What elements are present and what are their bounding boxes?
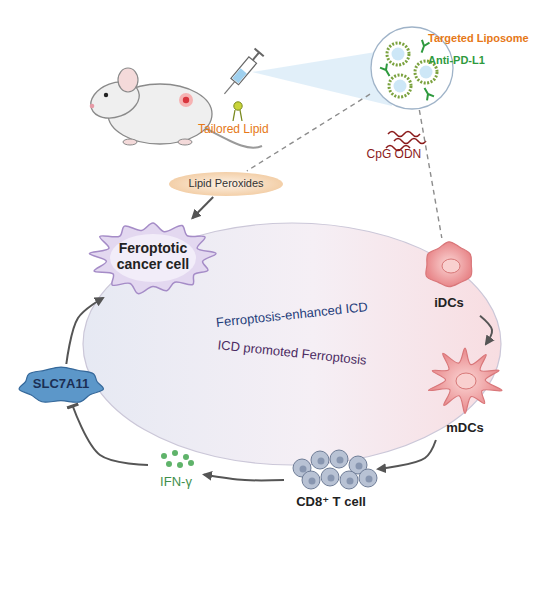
dashed-connector: [419, 110, 441, 238]
node-label: mDCs: [424, 421, 506, 436]
liposome: [389, 75, 411, 97]
nucleus: [356, 463, 363, 470]
lipid-tail: [233, 110, 235, 121]
arrow-connector: [192, 197, 213, 218]
node-label: Anti-PD-L1: [428, 54, 485, 67]
cancer-cell-core: [110, 234, 196, 282]
mouse-eye: [104, 93, 108, 97]
t-cell: [311, 451, 329, 469]
node-label: SLC7A11: [14, 377, 108, 392]
nucleus: [337, 457, 344, 464]
dendritic-cell: [426, 242, 472, 287]
liposome-node: Targeted LiposomeAnti-PD-L1: [370, 26, 454, 110]
nucleus: [442, 259, 460, 273]
t-cell: [359, 469, 377, 487]
cytokine-dot: [166, 461, 172, 467]
injection-beam: [252, 50, 392, 106]
node-label: Feroptotic cancer cell: [110, 240, 196, 272]
liposome-core: [394, 80, 407, 93]
annotation: Tailored Lipid: [198, 123, 269, 137]
cancer-cell-node: Feroptotic cancer cell: [86, 218, 220, 298]
cytokine-dot: [177, 462, 183, 468]
node-graphic: [284, 446, 378, 492]
antibody: [421, 86, 434, 100]
syringe-needle: [224, 82, 234, 94]
syringe-barrel: [231, 57, 257, 85]
peroxide-node: Lipid Peroxides: [168, 171, 284, 197]
node-graphic: [418, 238, 480, 292]
lipid-head: [234, 102, 242, 110]
node-graphic: [148, 448, 204, 472]
mouse-foot: [178, 139, 192, 145]
nucleus: [309, 478, 316, 485]
nucleus: [347, 478, 354, 485]
nucleus: [318, 458, 325, 465]
liposome-core: [420, 66, 433, 79]
syringe-plunger: [255, 49, 264, 57]
node-label: CD8⁺ T cell: [284, 495, 378, 510]
cytokine-dot: [161, 453, 167, 459]
t-cell-node: CD8⁺ T cell: [284, 446, 378, 514]
nucleus: [300, 466, 307, 473]
nucleus: [328, 475, 335, 482]
syringe-fluid: [232, 68, 246, 83]
syringe: [220, 49, 264, 98]
dendritic-cell: [428, 348, 502, 413]
idc-node: iDCs: [418, 238, 480, 320]
arrow-connector: [204, 475, 284, 481]
edge-label: CpG ODN: [367, 148, 422, 162]
mdc-node: mDCs: [424, 344, 506, 440]
t-cell: [302, 471, 320, 489]
node-label: iDCs: [418, 296, 480, 311]
cytokine-node: IFN-γ: [148, 448, 204, 494]
cytokine-dot: [183, 454, 189, 460]
t-cell: [340, 471, 358, 489]
antibody: [418, 40, 430, 54]
lipid-tail: [240, 110, 242, 121]
t-cell: [330, 450, 348, 468]
peroxide-ellipse: [169, 172, 283, 196]
node-graphic: [424, 344, 506, 418]
node-label: IFN-γ: [148, 475, 204, 490]
mouse-nose: [90, 104, 95, 109]
cycle-ellipse: [83, 223, 501, 465]
mouse-foot: [123, 139, 137, 145]
nucleus: [366, 476, 373, 483]
mouse-ear: [118, 68, 138, 92]
cpg-strand: [394, 139, 426, 144]
cpg-strand: [388, 132, 420, 137]
cancer-cell-shape: [89, 223, 216, 294]
cytokine-dot: [172, 450, 178, 456]
transporter-node: SLC7A11: [14, 364, 108, 406]
t-cell: [321, 468, 339, 486]
liposome-core: [392, 48, 405, 61]
node-label: Lipid Peroxides: [168, 177, 284, 190]
nucleus: [456, 373, 476, 389]
syringe-plunger: [253, 52, 259, 60]
node-label: Targeted Liposome: [428, 32, 529, 45]
tumor: [179, 93, 193, 107]
tumor-core: [183, 97, 189, 103]
cytokine-dot: [188, 460, 194, 466]
antibody: [380, 64, 393, 78]
liposome: [387, 43, 409, 65]
